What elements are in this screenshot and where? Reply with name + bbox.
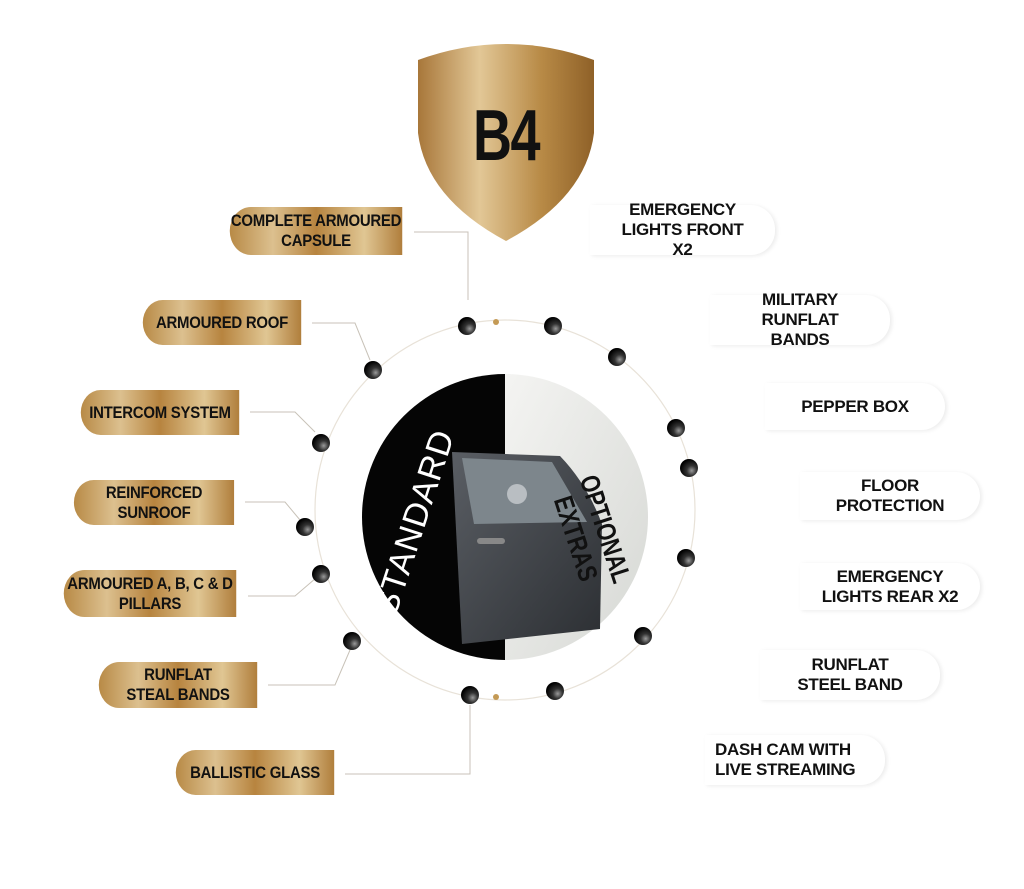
marker-dot (546, 682, 564, 700)
outer-arc (314, 319, 696, 701)
gold-dot (493, 694, 499, 700)
marker-dot (677, 549, 695, 567)
standard-feature: ARMOURED ROOF (142, 300, 302, 345)
marker-dot (312, 565, 330, 583)
marker-dot (343, 632, 361, 650)
marker-dot (458, 317, 476, 335)
standard-feature: ARMOURED A, B, C & D PILLARS (63, 570, 237, 617)
car-door-image (452, 452, 602, 644)
standard-feature: BALLISTIC GLASS (175, 750, 335, 795)
marker-dot (608, 348, 626, 366)
shield-icon (418, 44, 594, 241)
marker-dot (312, 434, 330, 452)
standard-feature: COMPLETE ARMOURED CAPSULE (229, 207, 403, 255)
marker-dot (461, 686, 479, 704)
optional-extra: EMERGENCY LIGHTS REAR X2 (800, 563, 980, 610)
marker-dot (296, 518, 314, 536)
marker-dot (667, 419, 685, 437)
marker-dot (634, 627, 652, 645)
standard-feature: REINFORCED SUNROOF (73, 480, 235, 525)
marker-dot (544, 317, 562, 335)
optional-extra: MILITARY RUNFLAT BANDS (710, 290, 890, 349)
optional-extra: RUNFLAT STEEL BAND (760, 650, 940, 700)
gold-dot (493, 319, 499, 325)
standard-feature: RUNFLAT STEAL BANDS (98, 662, 258, 708)
optional-extra: PEPPER BOX (765, 383, 945, 430)
center-circle (362, 374, 648, 660)
optional-extra: EMERGENCY LIGHTS FRONT X2 (590, 200, 775, 259)
shield-label: B4 (472, 96, 541, 176)
marker-dot (364, 361, 382, 379)
optional-extra: FLOOR PROTECTION (800, 472, 980, 520)
optional-extra: DASH CAM WITH LIVE STREAMING (705, 735, 885, 785)
standard-feature: INTERCOM SYSTEM (80, 390, 240, 435)
marker-dot (680, 459, 698, 477)
